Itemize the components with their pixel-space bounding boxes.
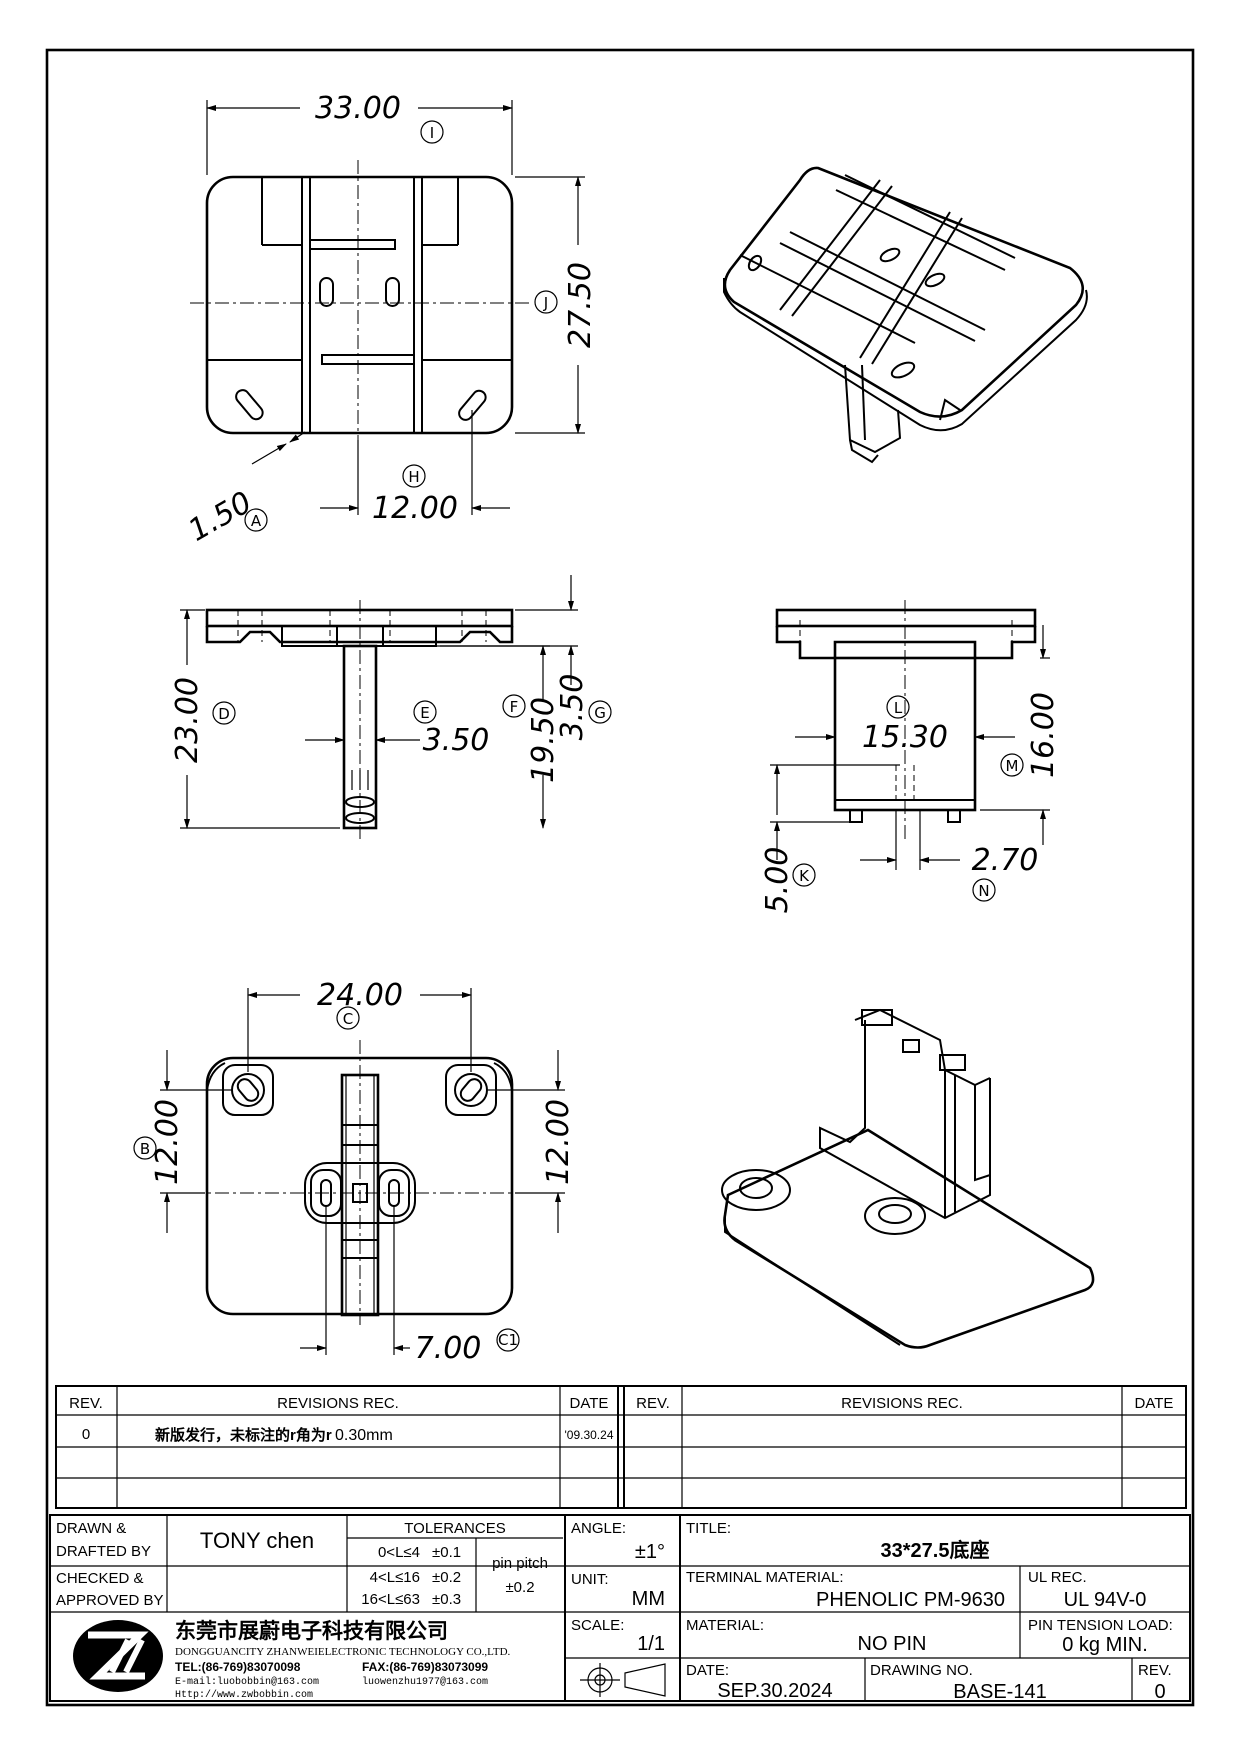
svg-text:N: N	[978, 882, 989, 900]
company-email-2: luowenzhu1977@163.com	[362, 1676, 488, 1688]
title-label: TITLE:	[686, 1520, 731, 1537]
material-value: NO PIN	[858, 1633, 927, 1655]
svg-text:C1: C1	[498, 1331, 518, 1349]
dim-16-00: 16.00	[1026, 692, 1061, 778]
svg-text:G: G	[594, 704, 606, 722]
rev-header-date-2: DATE	[1135, 1395, 1174, 1412]
dim-12-00-right: 12.00	[541, 1099, 576, 1185]
company-email: E-mail:luobobbin@163.com	[175, 1676, 319, 1688]
ul-label: UL REC.	[1028, 1569, 1087, 1586]
unit-label: UNIT:	[571, 1571, 609, 1588]
title-block: DRAWN & DRAFTED BY TONY chen CHECKED & A…	[49, 1514, 1191, 1703]
tol-value-1: ±0.1	[432, 1544, 461, 1561]
svg-text:H: H	[408, 468, 419, 486]
rev-row-date: '09.30.24	[564, 1428, 613, 1442]
pin-tension-value: 0 kg MIN.	[1062, 1634, 1148, 1656]
svg-text:J: J	[543, 294, 548, 312]
angle-label: ANGLE:	[571, 1520, 626, 1537]
rev-header-date: DATE	[570, 1395, 609, 1412]
date-label: DATE:	[686, 1662, 729, 1679]
company-web: Http://www.zwbobbin.com	[175, 1689, 313, 1701]
dim-15-30: 15.30	[862, 720, 948, 755]
dim-1-50: 1.50	[183, 485, 258, 549]
projection-symbol-icon	[580, 1663, 666, 1697]
top-view: 33.00 I 27.50 J 12.00 H 1.50 A	[183, 91, 598, 549]
dim-5-00: 5.00	[760, 847, 795, 914]
drawn-label-2: DRAFTED BY	[56, 1543, 151, 1560]
tol-value-3: ±0.3	[432, 1591, 461, 1608]
company-name-cn: 东莞市展蔚电子科技有限公司	[175, 1619, 448, 1643]
company-tel: TEL:(86-769)83070098	[175, 1660, 301, 1674]
unit-value: MM	[632, 1588, 665, 1610]
svg-text:A: A	[251, 512, 262, 530]
checked-label-1: CHECKED &	[56, 1570, 144, 1587]
rev-value: 0	[1154, 1681, 1165, 1703]
dim-12-00-left: 12.00	[150, 1099, 185, 1185]
rev-row-rec-val: 0.30mm	[335, 1427, 393, 1444]
rev-label: REV.	[1138, 1662, 1172, 1679]
dim-7-00: 7.00	[415, 1331, 482, 1366]
tolerances-label: TOLERANCES	[404, 1520, 505, 1537]
dim-24-00: 24.00	[317, 978, 403, 1013]
rev-header-rev-2: REV.	[636, 1395, 670, 1412]
dim-23-00: 23.00	[170, 677, 205, 763]
dim-27-50: 27.50	[563, 262, 598, 348]
rev-row-rev: 0	[82, 1426, 90, 1443]
tol-range-2: 4<L≤16	[370, 1569, 420, 1586]
terminal-label: TERMINAL MATERIAL:	[686, 1569, 844, 1586]
rev-header-rec-2: REVISIONS REC.	[841, 1395, 963, 1412]
dim-3-50-height: 3.50	[555, 674, 590, 741]
scale-value: 1/1	[637, 1633, 665, 1655]
tol-range-3: 16<L≤63	[361, 1591, 420, 1608]
rev-header-rec: REVISIONS REC.	[277, 1395, 399, 1412]
svg-text:D: D	[218, 705, 230, 723]
company-fax: FAX:(86-769)83073099	[362, 1660, 488, 1674]
iso-view-top	[723, 166, 1088, 464]
bottom-view: 24.00 C 12.00 B 12.00 7.00 C1	[133, 978, 576, 1366]
dim-19-50: 19.50	[526, 697, 561, 783]
svg-text:E: E	[420, 704, 429, 722]
scale-label: SCALE:	[571, 1617, 624, 1634]
dim-33: 33.00	[315, 91, 401, 126]
ul-value: UL 94V-0	[1064, 1589, 1147, 1611]
svg-text:C: C	[343, 1010, 353, 1028]
dim-12-00: 12.00	[372, 491, 458, 526]
rev-row-rec-cn: 新版发行，未标注的r角为r	[155, 1426, 332, 1444]
company-logo	[73, 1620, 163, 1692]
terminal-value: PHENOLIC PM-9630	[816, 1589, 1005, 1611]
svg-text:M: M	[1006, 757, 1019, 775]
drawing-no-value: BASE-141	[953, 1681, 1046, 1703]
tol-value-2: ±0.2	[432, 1569, 461, 1586]
angle-value: ±1°	[635, 1541, 665, 1563]
drawn-value: TONY chen	[200, 1528, 314, 1553]
iso-view-bottom	[721, 1008, 1095, 1349]
drawing-no-label: DRAWING NO.	[870, 1662, 973, 1679]
front-view: 23.00 D 3.50 E 19.50 F 3.50 G	[170, 575, 612, 840]
tol-range-1: 0<L≤4	[378, 1544, 420, 1561]
checked-label-2: APPROVED BY	[56, 1592, 164, 1609]
pin-pitch-value: ±0.2	[505, 1579, 534, 1596]
revision-table: REV. REVISIONS REC. DATE REV. REVISIONS …	[55, 1385, 1187, 1509]
date-value: SEP.30.2024	[717, 1680, 832, 1702]
pin-tension-label: PIN TENSION LOAD:	[1028, 1617, 1173, 1634]
material-label: MATERIAL:	[686, 1617, 764, 1634]
drawing-border	[45, 48, 1195, 1707]
company-name-en: DONGGUANCITY ZHANWEIELECTRONIC TECHNOLOG…	[175, 1646, 511, 1658]
dim-3-50-width: 3.50	[423, 723, 490, 758]
title-value: 33*27.5底座	[881, 1538, 990, 1562]
pin-pitch-label: pin pitch	[492, 1555, 548, 1572]
side-view: 15.30 L 16.00 M 5.00 K 2.70 N	[760, 600, 1061, 913]
svg-text:I: I	[430, 124, 434, 142]
svg-text:F: F	[510, 698, 519, 716]
rev-header-rev: REV.	[69, 1395, 103, 1412]
drawn-label-1: DRAWN &	[56, 1520, 126, 1537]
svg-text:L: L	[894, 699, 903, 717]
dim-2-70: 2.70	[972, 843, 1039, 878]
svg-text:B: B	[140, 1140, 150, 1158]
svg-text:K: K	[799, 867, 810, 885]
